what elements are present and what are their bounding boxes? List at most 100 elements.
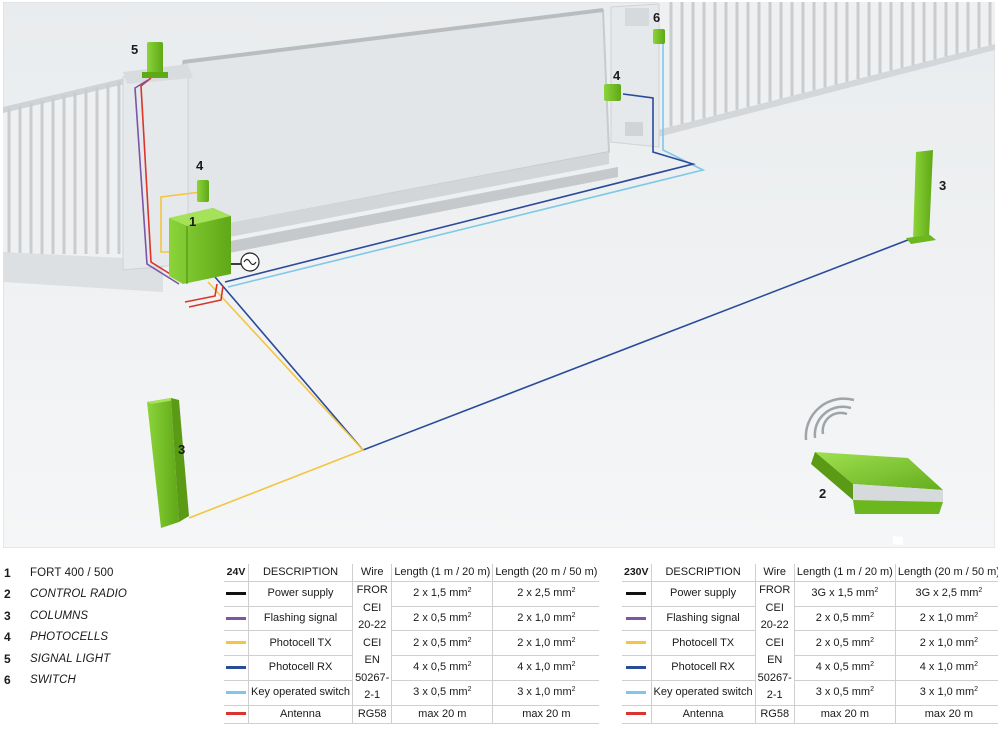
header-description: DESCRIPTION (650, 564, 756, 582)
callout-column-left: 3 (178, 442, 185, 457)
table-row: Key operated switch 3 x 0,5 mm2 3 x 1,0 … (622, 679, 998, 706)
swatch (626, 641, 647, 645)
legend-number: 4 (4, 630, 11, 645)
row-length-long: max 20 m (492, 704, 600, 724)
radio-wave-icon (804, 397, 855, 441)
left-fence (3, 78, 163, 292)
row-length-long: 3G x 2,5 mm2 (894, 581, 998, 607)
legend-label: COLUMNS (30, 609, 89, 622)
row-length-short: max 20 m (391, 704, 494, 724)
legend-number: 5 (4, 651, 11, 666)
table-row: Power supply FROR CEI 20-22 CEI EN 50267… (224, 581, 600, 706)
row-length-short: 3 x 0,5 mm2 (391, 679, 494, 706)
wire-table-24v: 24V DESCRIPTION Wire Length (1 m / 20 m)… (224, 564, 600, 724)
legend-label: SIGNAL LIGHT (30, 652, 111, 665)
table-row: Photocell RX 4 x 0,5 mm2 4 x 1,0 mm2 (224, 655, 600, 681)
right-pillar (610, 3, 660, 148)
wire-color-swatch (224, 655, 249, 681)
callout-signal-light: 5 (131, 42, 138, 57)
table-row: Photocell TX 2 x 0,5 mm2 2 x 1,0 mm2 (224, 630, 600, 657)
legend-number: 2 (4, 587, 11, 602)
row-length-short: max 20 m (793, 704, 896, 724)
row-length-long: max 20 m (894, 704, 998, 724)
row-length-long: 4 x 1,0 mm2 (894, 655, 998, 681)
header-length-long: Length (20 m / 50 m) (894, 564, 998, 582)
swatch (626, 690, 647, 694)
row-description: Key operated switch (650, 679, 756, 706)
row-length-long: 2 x 1,0 mm2 (492, 605, 600, 632)
row-length-short: 4 x 0,5 mm2 (793, 655, 896, 681)
callout-control-unit: 1 (189, 214, 196, 229)
row-length-short: 2 x 1,5 mm2 (391, 581, 494, 607)
table-row: Flashing signal 2 x 0,5 mm2 2 x 1,0 mm2 (224, 605, 600, 632)
swatch (626, 591, 647, 595)
legend-item: 6 SWITCH (4, 670, 204, 692)
row-length-short: 3G x 1,5 mm2 (793, 581, 896, 607)
row-description: Photocell RX (650, 655, 756, 681)
table-row: Power supply FROR CEI 20-22 CEI EN 50267… (622, 581, 998, 706)
table-header-row: 230V DESCRIPTION Wire Length (1 m / 20 m… (622, 564, 998, 582)
wire-color-swatch (224, 630, 249, 657)
table-row: Flashing signal 2 x 0,5 mm2 2 x 1,0 mm2 (622, 605, 998, 632)
table-row: Key operated switch 3 x 0,5 mm2 3 x 1,0 … (224, 679, 600, 706)
row-length-long: 2 x 1,0 mm2 (894, 605, 998, 632)
row-length-long: 2 x 1,0 mm2 (492, 630, 600, 657)
row-description: Photocell TX (650, 630, 756, 657)
wire-color-swatch (224, 605, 249, 632)
header-length-short: Length (1 m / 20 m) (793, 564, 896, 582)
callout-switch: 6 (653, 10, 660, 25)
wire-color-swatch (622, 581, 652, 607)
row-description: Power supply (650, 581, 756, 607)
row-description: Photocell RX (247, 655, 354, 681)
row-description: Antenna (247, 704, 354, 724)
row-description: Photocell TX (247, 630, 354, 657)
row-length-long: 3 x 1,0 mm2 (492, 679, 600, 706)
wire-color-swatch (224, 679, 249, 706)
swatch (226, 641, 246, 645)
legend-label: SWITCH (30, 674, 76, 687)
legend-number: 1 (4, 565, 11, 580)
header-wire: Wire (754, 564, 795, 582)
row-length-short: 2 x 0,5 mm2 (391, 605, 494, 632)
wire-color-swatch (224, 581, 249, 607)
swatch (226, 616, 246, 620)
row-length-short: 3 x 0,5 mm2 (793, 679, 896, 706)
legend-item: 4 PHOTOCELLS (4, 627, 204, 649)
wire-color-swatch (622, 655, 652, 681)
callout-photocell-gate: 4 (613, 68, 621, 83)
wire-table-230v: 230V DESCRIPTION Wire Length (1 m / 20 m… (622, 564, 998, 724)
row-description: Power supply (247, 581, 354, 607)
row-wire: RG58 (754, 704, 795, 724)
row-length-short: 2 x 0,5 mm2 (793, 605, 896, 632)
legend-label: FORT 400 / 500 (30, 566, 114, 579)
wiring (134, 42, 914, 519)
legend-number: 6 (4, 673, 11, 688)
legend-item: 2 CONTROL RADIO (4, 584, 204, 606)
column-right (906, 150, 936, 244)
wire-color-swatch (224, 704, 249, 724)
swatch (626, 712, 647, 716)
row-description: Flashing signal (247, 605, 354, 632)
right-fence (658, 2, 995, 137)
row-length-short: 4 x 0,5 mm2 (391, 655, 494, 681)
wire-color-swatch (622, 679, 652, 706)
voltage-title: 230V (622, 564, 652, 582)
callout-remote: 2 (819, 486, 826, 501)
swatch (226, 690, 246, 694)
wire-color-swatch (622, 605, 652, 632)
gate-installation-illustration: 1 2 3 3 4 4 5 6 (3, 2, 995, 548)
table-row: Photocell TX 2 x 0,5 mm2 2 x 1,0 mm2 (622, 630, 998, 657)
header-description: DESCRIPTION (247, 564, 354, 582)
header-wire: Wire (352, 564, 393, 582)
table-header-row: 24V DESCRIPTION Wire Length (1 m / 20 m)… (224, 564, 600, 582)
table-row: Photocell RX 4 x 0,5 mm2 4 x 1,0 mm2 (622, 655, 998, 681)
wire-color-swatch (622, 704, 652, 724)
row-length-long: 4 x 1,0 mm2 (492, 655, 600, 681)
row-wire: RG58 (352, 704, 393, 724)
key-switch (625, 8, 665, 44)
legend-label: CONTROL RADIO (30, 588, 127, 601)
legend-label: PHOTOCELLS (30, 631, 109, 644)
swatch (226, 712, 246, 716)
signal-light (142, 42, 168, 78)
